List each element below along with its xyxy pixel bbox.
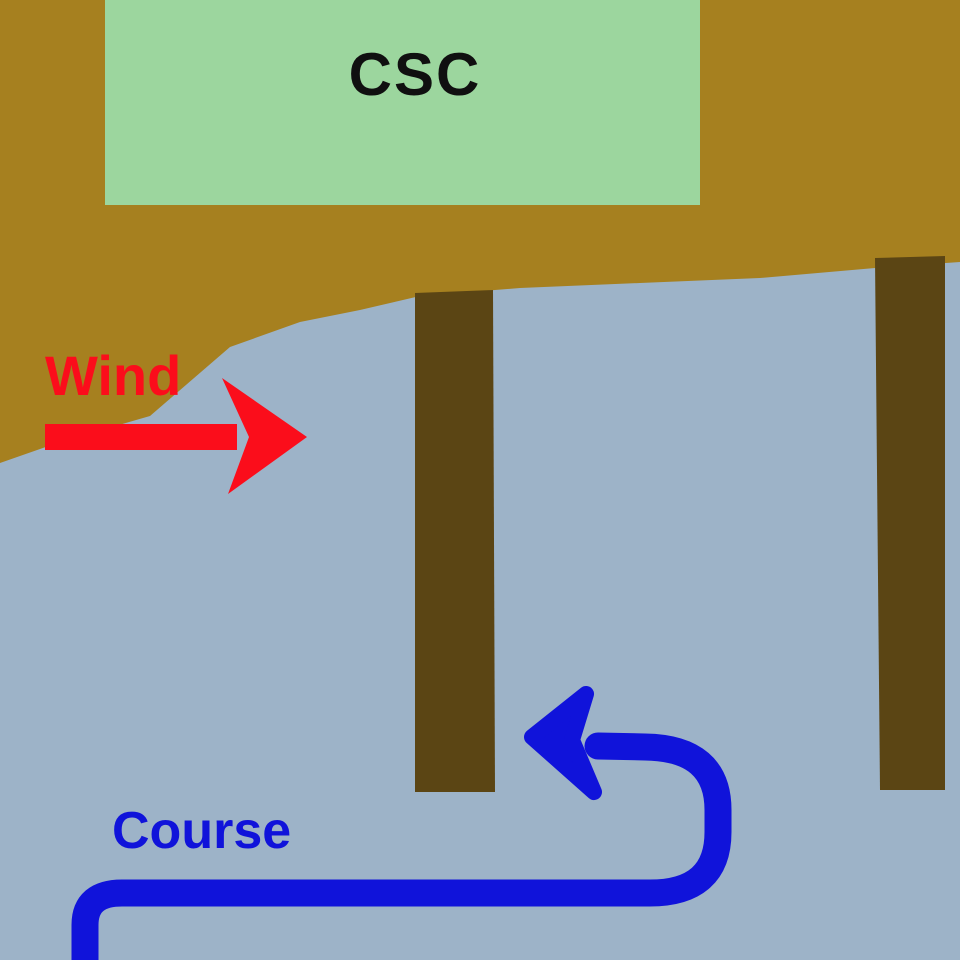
- course-arrow-head: [524, 686, 602, 800]
- club-box: [105, 0, 700, 205]
- course-label: Course: [112, 802, 291, 860]
- right-pier: [875, 256, 945, 790]
- wind-arrow-head: [222, 378, 307, 494]
- wind-label: Wind: [45, 344, 181, 407]
- club-label: CSC: [349, 41, 482, 108]
- wind-arrow-shaft: [45, 424, 237, 450]
- left-pier: [415, 290, 495, 792]
- course-path: [71, 732, 732, 960]
